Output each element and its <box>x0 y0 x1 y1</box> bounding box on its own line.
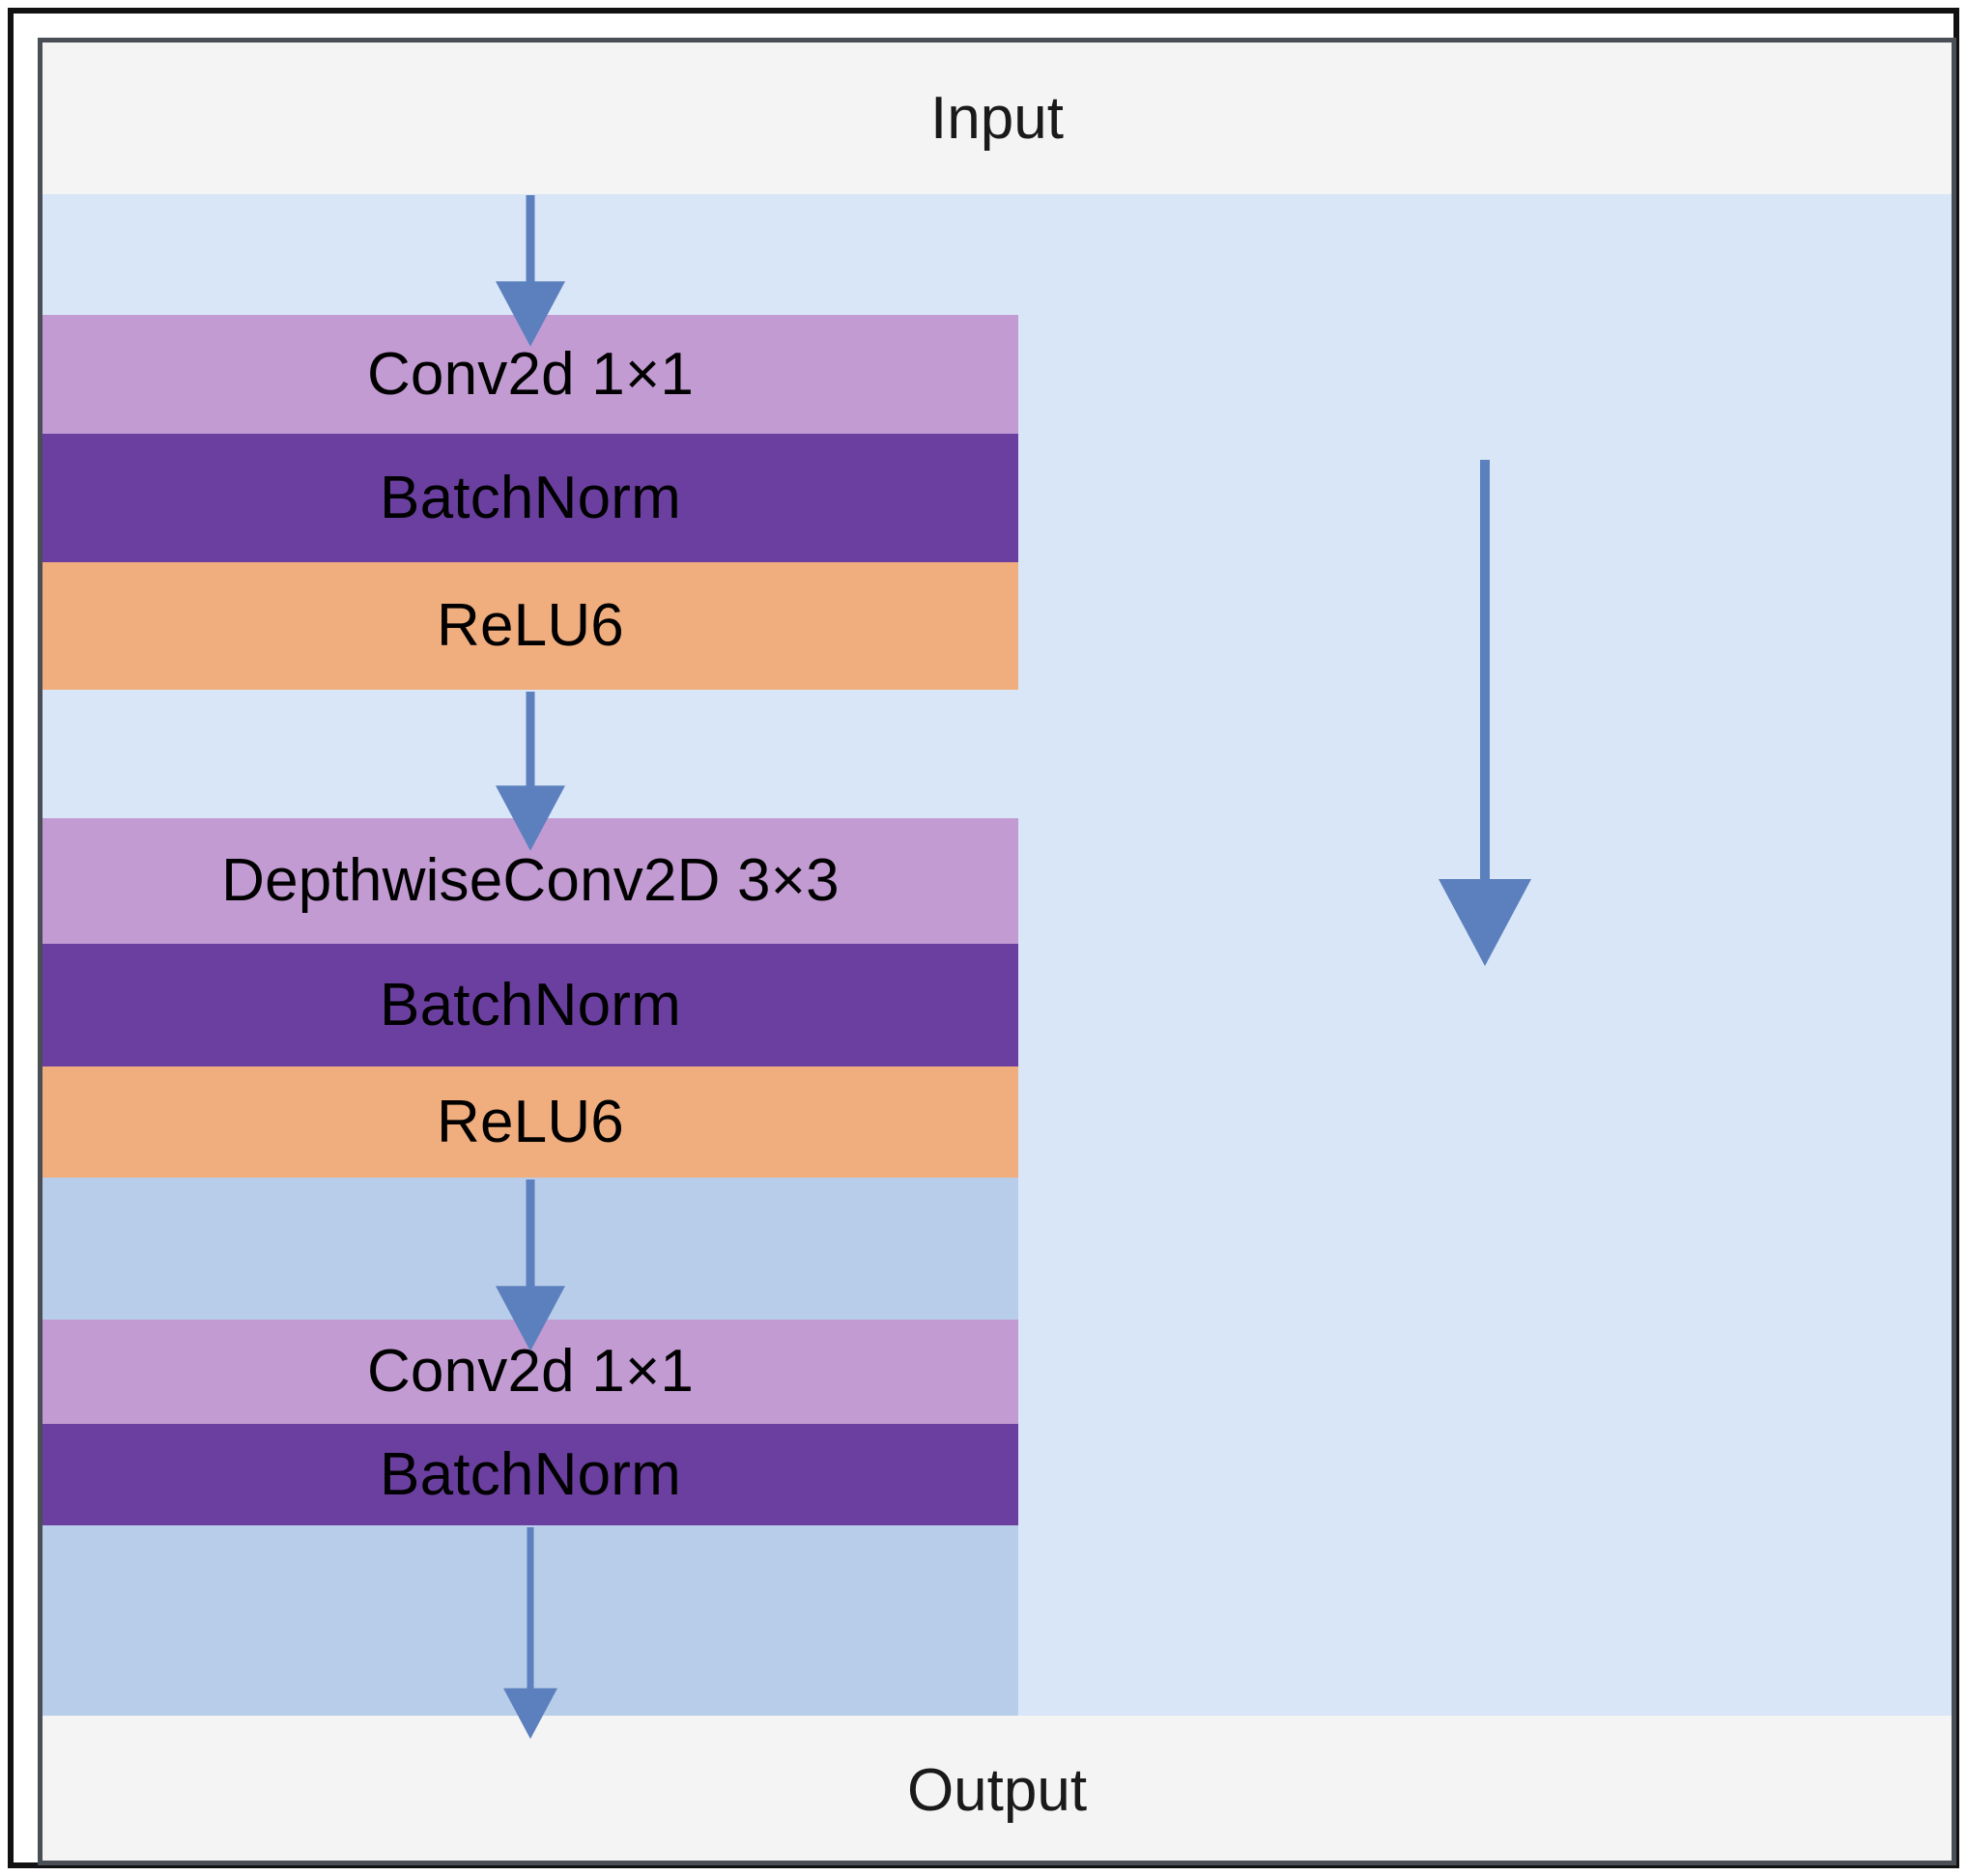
axis-tick-bottom <box>526 1861 529 1865</box>
plot-axes: Input Conv2d 1×1 BatchNorm ReLU6 Depthwi… <box>38 38 1956 1865</box>
axis-tick-bottom <box>1298 1861 1302 1865</box>
layer-conv1-label: Conv2d 1×1 <box>366 340 695 408</box>
layer-relu6-2[interactable]: ReLU6 <box>43 1066 1018 1178</box>
layer-batchnorm3-label: BatchNorm <box>380 1440 681 1508</box>
axis-tick-bottom <box>1492 1861 1496 1865</box>
axis-tick-bottom <box>139 1861 143 1865</box>
layer-batchnorm1-label: BatchNorm <box>380 464 681 531</box>
layer-conv2-label: Conv2d 1×1 <box>366 1338 695 1405</box>
axis-tick-bottom <box>1105 1861 1109 1865</box>
layer-relu6-1-label: ReLU6 <box>437 592 624 659</box>
axis-tick-bottom <box>332 1861 336 1865</box>
layer-batchnorm1[interactable]: BatchNorm <box>43 434 1018 562</box>
input-label: Input <box>930 84 1064 152</box>
axis-tick-bottom <box>912 1861 916 1865</box>
layer-relu6-1[interactable]: ReLU6 <box>43 562 1018 690</box>
layer-depthwiseconv2d-label: DepthwiseConv2D 3×3 <box>221 847 840 914</box>
layer-batchnorm3[interactable]: BatchNorm <box>43 1424 1018 1525</box>
layer-batchnorm2[interactable]: BatchNorm <box>43 944 1018 1066</box>
layer-conv1[interactable]: Conv2d 1×1 <box>43 315 1018 434</box>
output-endcap: Output <box>43 1716 1952 1861</box>
output-label: Output <box>906 1756 1088 1824</box>
layer-conv2[interactable]: Conv2d 1×1 <box>43 1320 1018 1424</box>
figure-outer-frame: Input Conv2d 1×1 BatchNorm ReLU6 Depthwi… <box>8 8 1959 1868</box>
layer-depthwiseconv2d[interactable]: DepthwiseConv2D 3×3 <box>43 818 1018 944</box>
input-endcap: Input <box>43 43 1952 194</box>
axis-tick-bottom <box>719 1861 723 1865</box>
axis-tick-bottom <box>1685 1861 1689 1865</box>
layer-batchnorm2-label: BatchNorm <box>380 971 681 1038</box>
layer-relu6-2-label: ReLU6 <box>437 1088 624 1155</box>
